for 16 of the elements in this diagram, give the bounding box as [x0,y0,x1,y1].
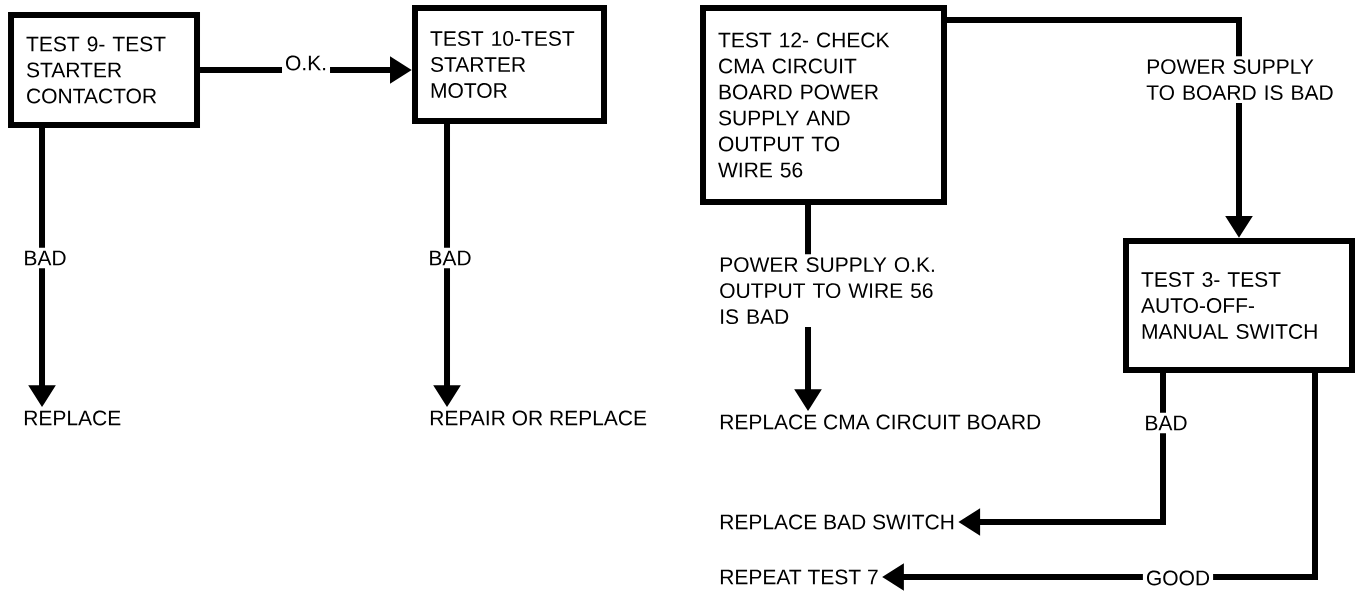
edge-label: POWER SUPPLY TO BOARD IS BAD [1143,56,1340,104]
action-text: REPLACE BAD SWITCH [720,514,954,530]
process-box: TEST 12- CHECK CMA CIRCUIT BOARD POWER SUPPLY AND OUTPUT TO WIRE 56 [700,5,947,205]
edge-label: BAD [425,247,475,269]
process-box: TEST 10-TEST STARTER MOTOR [412,5,607,124]
action-text: REPLACE CMA CIRCUIT BOARD [720,414,1041,430]
edge-label: BAD [20,247,70,269]
edge-label: POWER SUPPLY O.K. OUTPUT TO WIRE 56 IS BAD [716,254,948,328]
process-box: TEST 3- TEST AUTO-OFF-MANUAL SWITCH [1123,238,1355,373]
edge-label: BAD [1141,412,1191,434]
process-box: TEST 9- TEST STARTER CONTACTOR [8,12,200,128]
edge-label: O.K. [282,52,330,74]
edge-label: GOOD [1142,567,1214,589]
action-text: REPAIR OR REPLACE [430,410,647,426]
action-text: REPEAT TEST 7 [720,569,878,585]
action-text: REPLACE [24,410,121,426]
